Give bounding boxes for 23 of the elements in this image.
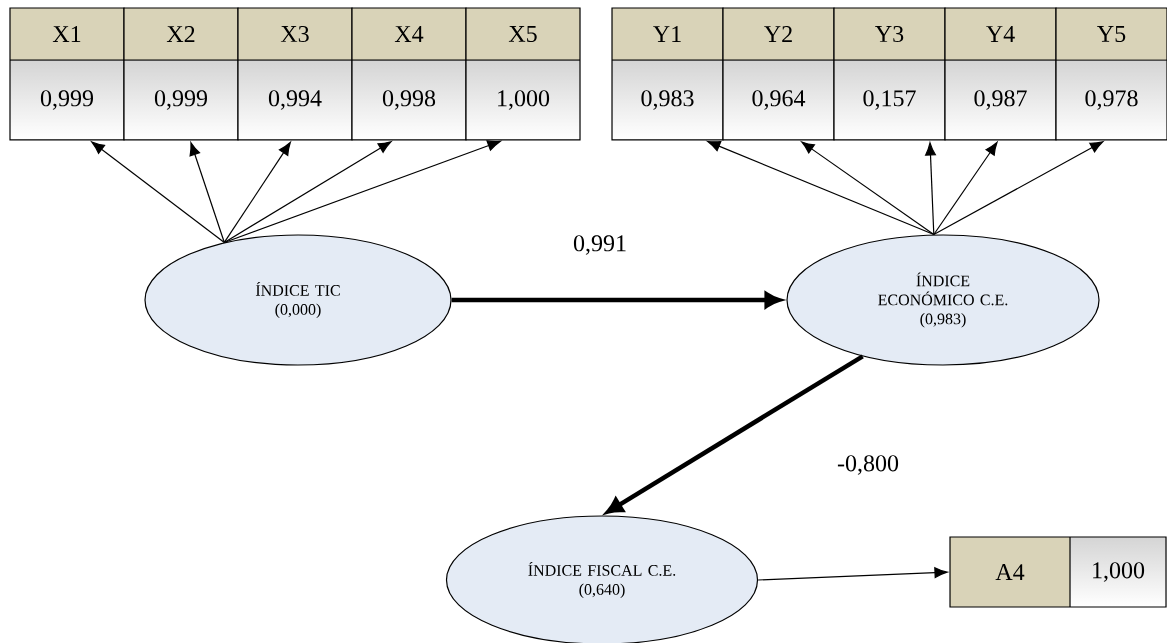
arrow (91, 141, 225, 244)
indicator-box: Y3 0,157 (833, 7, 946, 141)
arrow (933, 141, 1104, 236)
indicator-box: X1 0,999 (9, 7, 125, 141)
indicator-box: Y5 0,978 (1055, 7, 1167, 141)
indicator-box: Y4 0,987 (944, 7, 1057, 141)
arrow (223, 140, 501, 244)
edge-label: 0,991 (571, 233, 629, 257)
arrow (757, 567, 948, 581)
arrow (801, 141, 935, 236)
arrow (925, 142, 936, 236)
indicator-box: X2 0,999 (123, 7, 239, 141)
arrow (223, 141, 291, 244)
arrow (223, 141, 392, 244)
arrow (189, 142, 225, 244)
indicator-box: X5 1,000 (465, 7, 581, 141)
indicator-box: X4 0,998 (351, 7, 467, 141)
indicator-box: X3 0,994 (237, 7, 353, 141)
arrow (707, 140, 935, 236)
indicator-box: Y2 0,964 (722, 7, 835, 141)
indicator-box: Y1 0,983 (611, 7, 724, 141)
indicator-box: A4 1,000 (949, 536, 1167, 608)
arrow (933, 141, 998, 236)
